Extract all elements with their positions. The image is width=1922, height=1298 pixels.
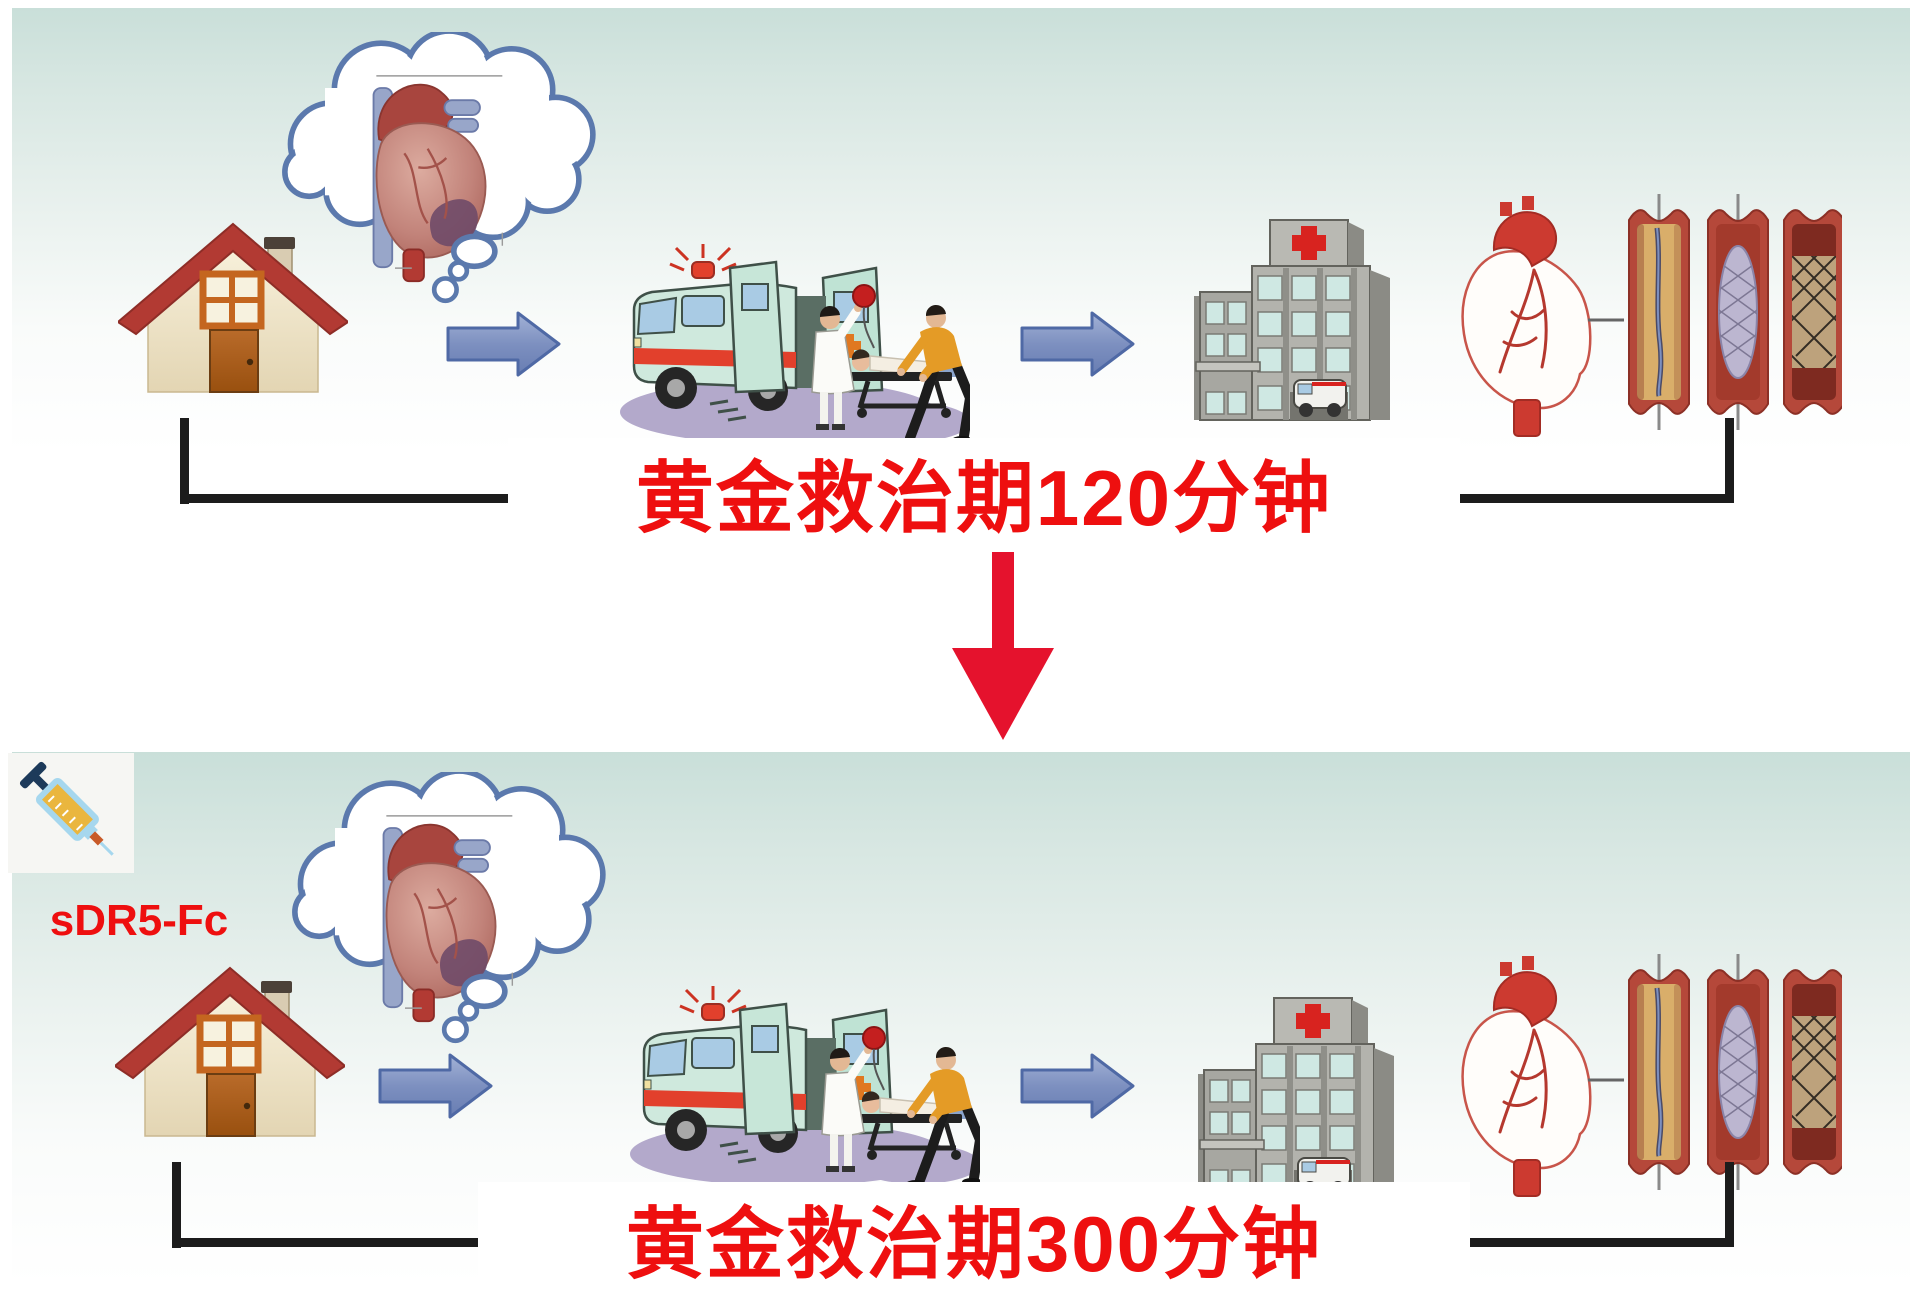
- bracket-right-line: [1725, 1162, 1734, 1247]
- golden-period-label-after: 黄金救治期300分钟: [625, 1200, 1323, 1288]
- house-icon: [115, 962, 345, 1142]
- golden-period-label-box: 黄金救治期120分钟: [508, 438, 1460, 546]
- ambulance-icon: [618, 240, 970, 450]
- syringe-tile: [8, 753, 134, 873]
- golden-period-label-before: 黄金救治期120分钟: [635, 454, 1333, 542]
- coronary-stent-stages-icon: [1442, 192, 1842, 437]
- transition-down-arrow-icon: [950, 552, 1056, 742]
- hospital-icon: [1194, 214, 1426, 430]
- house-icon: [118, 218, 348, 398]
- ambulance-icon: [628, 982, 980, 1192]
- flow-arrow-right-icon: [378, 1052, 494, 1120]
- flow-arrow-right-icon: [1020, 310, 1136, 378]
- golden-period-label-box: 黄金救治期300分钟: [478, 1182, 1470, 1294]
- syringe-icon: [11, 753, 131, 873]
- flow-arrow-right-icon: [1020, 1052, 1136, 1120]
- drug-label: sDR5-Fc: [49, 896, 229, 945]
- coronary-stent-stages-icon: [1442, 952, 1842, 1197]
- flow-arrow-right-icon: [446, 310, 562, 378]
- bracket-right-line: [1725, 418, 1734, 503]
- bracket-left-line: [180, 418, 189, 504]
- hospital-icon: [1198, 992, 1430, 1208]
- bracket-left-line: [172, 1162, 181, 1248]
